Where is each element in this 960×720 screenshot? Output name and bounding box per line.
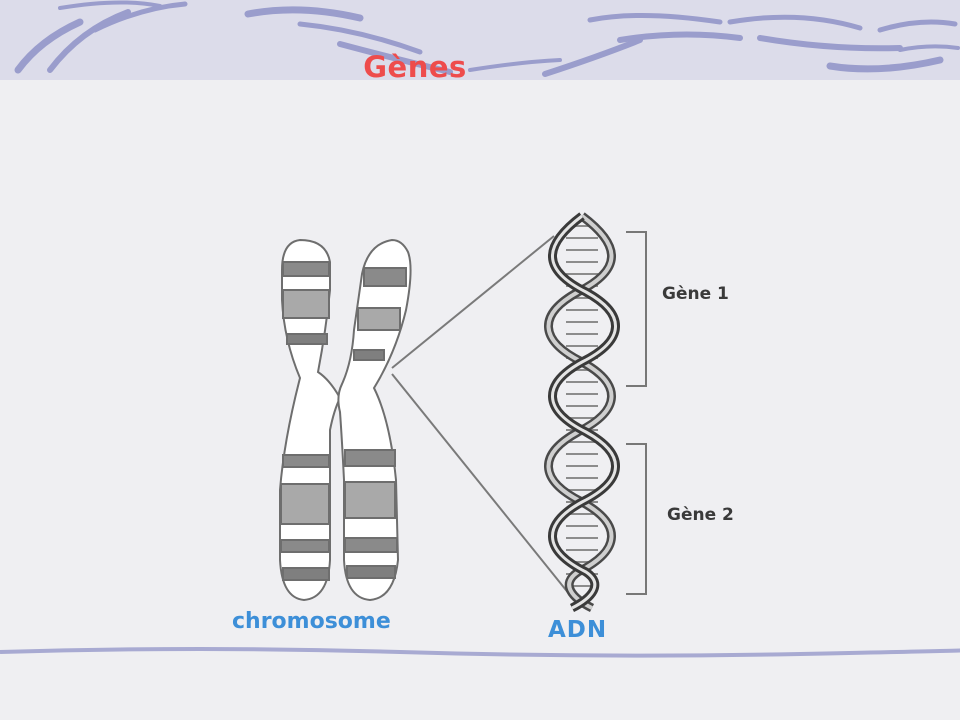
header-decoration (0, 0, 960, 80)
chromosome-illustration (279, 238, 412, 602)
gene2-label: Gène 2 (667, 505, 734, 525)
footer-swoosh (0, 647, 960, 658)
dna-label: ADN (548, 617, 608, 643)
gene1-bracket (626, 231, 647, 387)
gene2-bracket (626, 443, 647, 595)
slide-title: Gènes (363, 50, 467, 84)
zoom-lines (391, 235, 575, 601)
chromosome-label: chromosome (232, 609, 391, 634)
gene1-label: Gène 1 (662, 284, 729, 304)
dna-helix-illustration (544, 212, 620, 613)
